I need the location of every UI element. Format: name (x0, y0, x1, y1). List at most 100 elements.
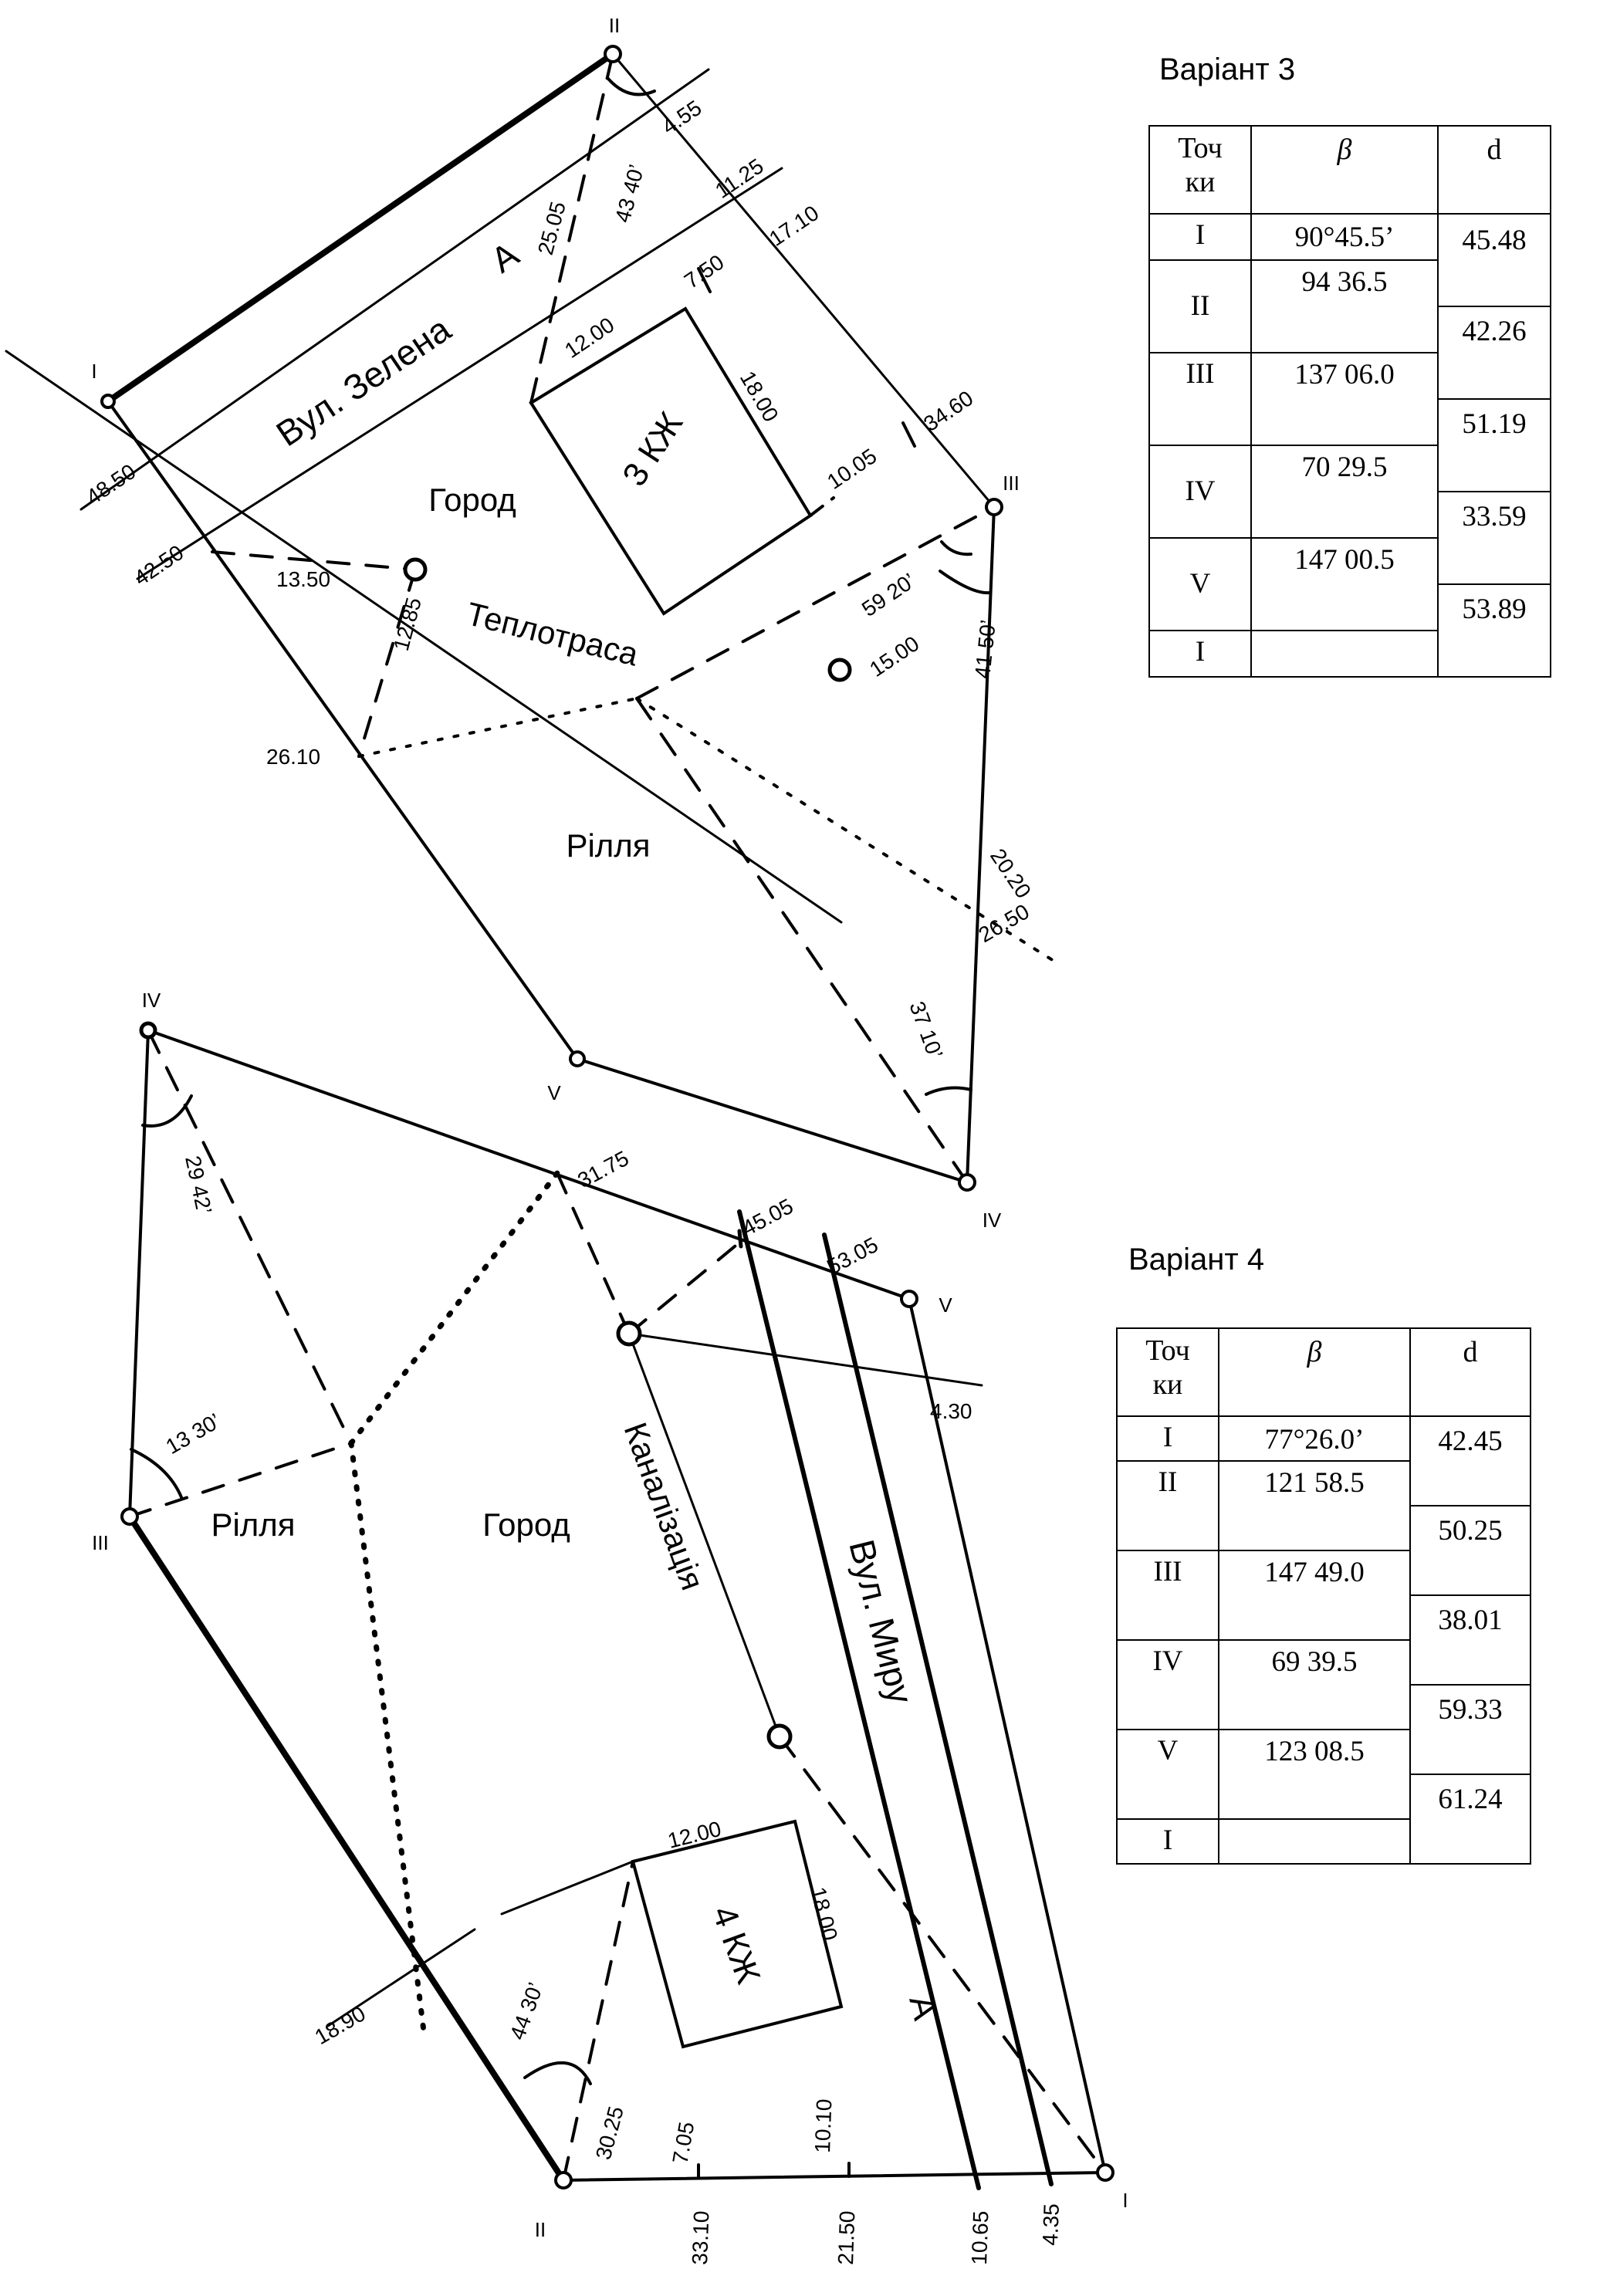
plan4-vertex-IV-label: IV (142, 989, 161, 1012)
variant4-table: Точ ки β d I 77°26.0’ 42.45 II 121 58.5 … (1116, 1327, 1531, 1865)
plan3-angle-arc-II (607, 77, 656, 96)
plan3-vertex-V-marker (569, 1050, 586, 1067)
variant4-beta-6 (1218, 1818, 1411, 1865)
plan3-street-name: Вул. Зелена (269, 309, 458, 455)
plan4-measure-10-65: 10.65 (967, 2210, 993, 2265)
plan4-measure-30-25: 30.25 (591, 2104, 628, 2162)
plan4-tick-3 (737, 1229, 743, 1249)
plan4-boundary-I-V (908, 1297, 1107, 2174)
variant4-header-beta: β (1218, 1327, 1411, 1417)
plan3-offset-dash-4 (809, 496, 835, 517)
variant3-distance-2: 42.26 (1437, 306, 1551, 400)
plan4-offset-dash-1 (147, 1029, 353, 1445)
variant4-distance-4: 59.33 (1409, 1684, 1531, 1775)
plan3-street-edge-south (136, 167, 783, 580)
plan4-street-marker: А (901, 1991, 946, 2024)
plan4-measure-4-30: 4.30 (930, 1399, 972, 1423)
plan3-measure-48-50: 48.50 (82, 459, 140, 509)
plan4-dotted-cross (326, 1928, 476, 2027)
plan4-offset-4-30 (627, 1332, 983, 1387)
plan3-labels: II I III V IV Вул. Зелена А 3 КЖ Город Т… (82, 14, 1036, 1232)
variant3-point-3: III (1148, 352, 1252, 446)
plan4-vertex-I-label: I (1122, 2189, 1128, 2212)
plan3-angle-41-50: 41 50’ (970, 619, 1000, 680)
plan3-measure-17-10: 17.10 (765, 201, 823, 251)
plan4-boundary-V-IV (147, 1029, 911, 1300)
variant4-header-d: d (1409, 1327, 1531, 1417)
plan4-building-label: 4 КЖ (705, 1901, 767, 1989)
plan4-building-baseline (500, 1860, 634, 1916)
plan4-measure-10-10: 10.10 (810, 2098, 836, 2153)
plan3-offset-dash-2 (211, 550, 417, 571)
variant4-beta-3: 147 49.0 (1218, 1550, 1411, 1641)
plan4-offset-dash-2 (128, 1442, 353, 1518)
plan4-boundary-II-I (562, 2171, 1107, 2182)
plan3-vertex-II-marker (604, 45, 622, 63)
plan3-vertex-V-label: V (547, 1081, 561, 1104)
plan4-angle-arc-IV (141, 1094, 193, 1128)
variant4-header-points: Точ ки (1116, 1327, 1219, 1417)
variant3-title: Варіант 3 (1159, 52, 1296, 86)
plan4-building-outline (631, 1819, 844, 2049)
plan3-street-edge-north (79, 68, 710, 511)
variant4-beta-2: 121 58.5 (1218, 1460, 1411, 1551)
plan3-boundary-I-II (105, 51, 616, 404)
plan4-vertex-IV-marker (139, 1021, 157, 1040)
plan-4 (120, 1021, 1114, 2190)
plan3-manhole-2 (827, 658, 852, 682)
variant3-distance-1: 45.48 (1437, 213, 1551, 307)
plan3-angle-arc-IV (925, 1086, 972, 1096)
plan4-measure-7-05: 7.05 (668, 2120, 698, 2166)
variant3-point-6: I (1148, 630, 1252, 678)
plan3-dotted-boundary-2 (635, 697, 1059, 965)
plan3-vertex-IV-marker (958, 1173, 976, 1192)
plan4-angle-44-30: 44 30’ (506, 1980, 548, 2043)
plan3-measure-13-50: 13.50 (276, 567, 330, 591)
variant3-header-d: d (1437, 125, 1551, 215)
plan3-angle-arc-III-2 (939, 570, 991, 595)
variant4-beta-4: 69 39.5 (1218, 1639, 1411, 1730)
plan4-manhole-1 (616, 1320, 642, 1347)
plan4-offset-dash-3 (556, 1172, 631, 1335)
variant3-header-beta: β (1250, 125, 1439, 215)
variant3-point-1: I (1148, 213, 1252, 261)
variant3-beta-1: 90°45.5’ (1250, 213, 1439, 261)
plan4-boundary-IV-III (128, 1029, 150, 1518)
plan3-boundary-III-IV (966, 506, 996, 1184)
plan4-angle-arc-III (130, 1448, 183, 1499)
plan3-offset-dash-3 (357, 568, 417, 758)
plan3-measure-26-10: 26.10 (266, 745, 320, 769)
plan4-offset-dash-5 (562, 1860, 634, 2182)
plan3-street-marker: А (484, 234, 526, 280)
variant3-point-5: V (1148, 537, 1252, 631)
plan4-vertex-II-marker (554, 2171, 573, 2189)
plan4-measure-45-05: 45.05 (738, 1194, 797, 1240)
plan4-sewer-dashed (778, 1735, 1107, 2174)
plan4-measure-33-10: 33.10 (688, 2210, 713, 2265)
variant4-distance-3: 38.01 (1409, 1594, 1531, 1686)
plan4-sewer-label: Каналізація (617, 1418, 712, 1594)
plan3-offset-dash-5 (635, 506, 996, 700)
plan3-measure-7-50: 7.50 (680, 250, 729, 293)
variant3-distance-4: 33.59 (1437, 491, 1551, 585)
plan4-measure-18-90: 18.90 (311, 2001, 370, 2049)
variant3-beta-6 (1250, 630, 1439, 678)
plan4-street-edge-east (822, 1233, 1054, 2186)
variant4-distance-5: 61.24 (1409, 1774, 1531, 1865)
variant4-distance-1: 42.45 (1409, 1415, 1531, 1506)
plan-3 (5, 45, 1059, 1192)
plan4-vertex-V-label: V (939, 1293, 952, 1317)
plan3-vertex-I-label: I (91, 360, 96, 383)
variant3-header-points: Точ ки (1148, 125, 1252, 215)
plan4-vertex-I-marker (1096, 2163, 1114, 2182)
variant4-point-1: I (1116, 1415, 1219, 1462)
plan3-vertex-III-label: III (1003, 472, 1020, 495)
plan3-measure-25-05: 25.05 (533, 199, 570, 258)
plan3-boundary-IV-V (576, 1057, 969, 1184)
plan3-measure-18-00: 18.00 (736, 367, 783, 426)
plan4-measure-21-50: 21.50 (834, 2210, 859, 2265)
plan3-building-label: 3 КЖ (615, 405, 690, 492)
plan3-vertex-IV-label: IV (983, 1209, 1002, 1232)
variant4-distance-2: 50.25 (1409, 1505, 1531, 1596)
